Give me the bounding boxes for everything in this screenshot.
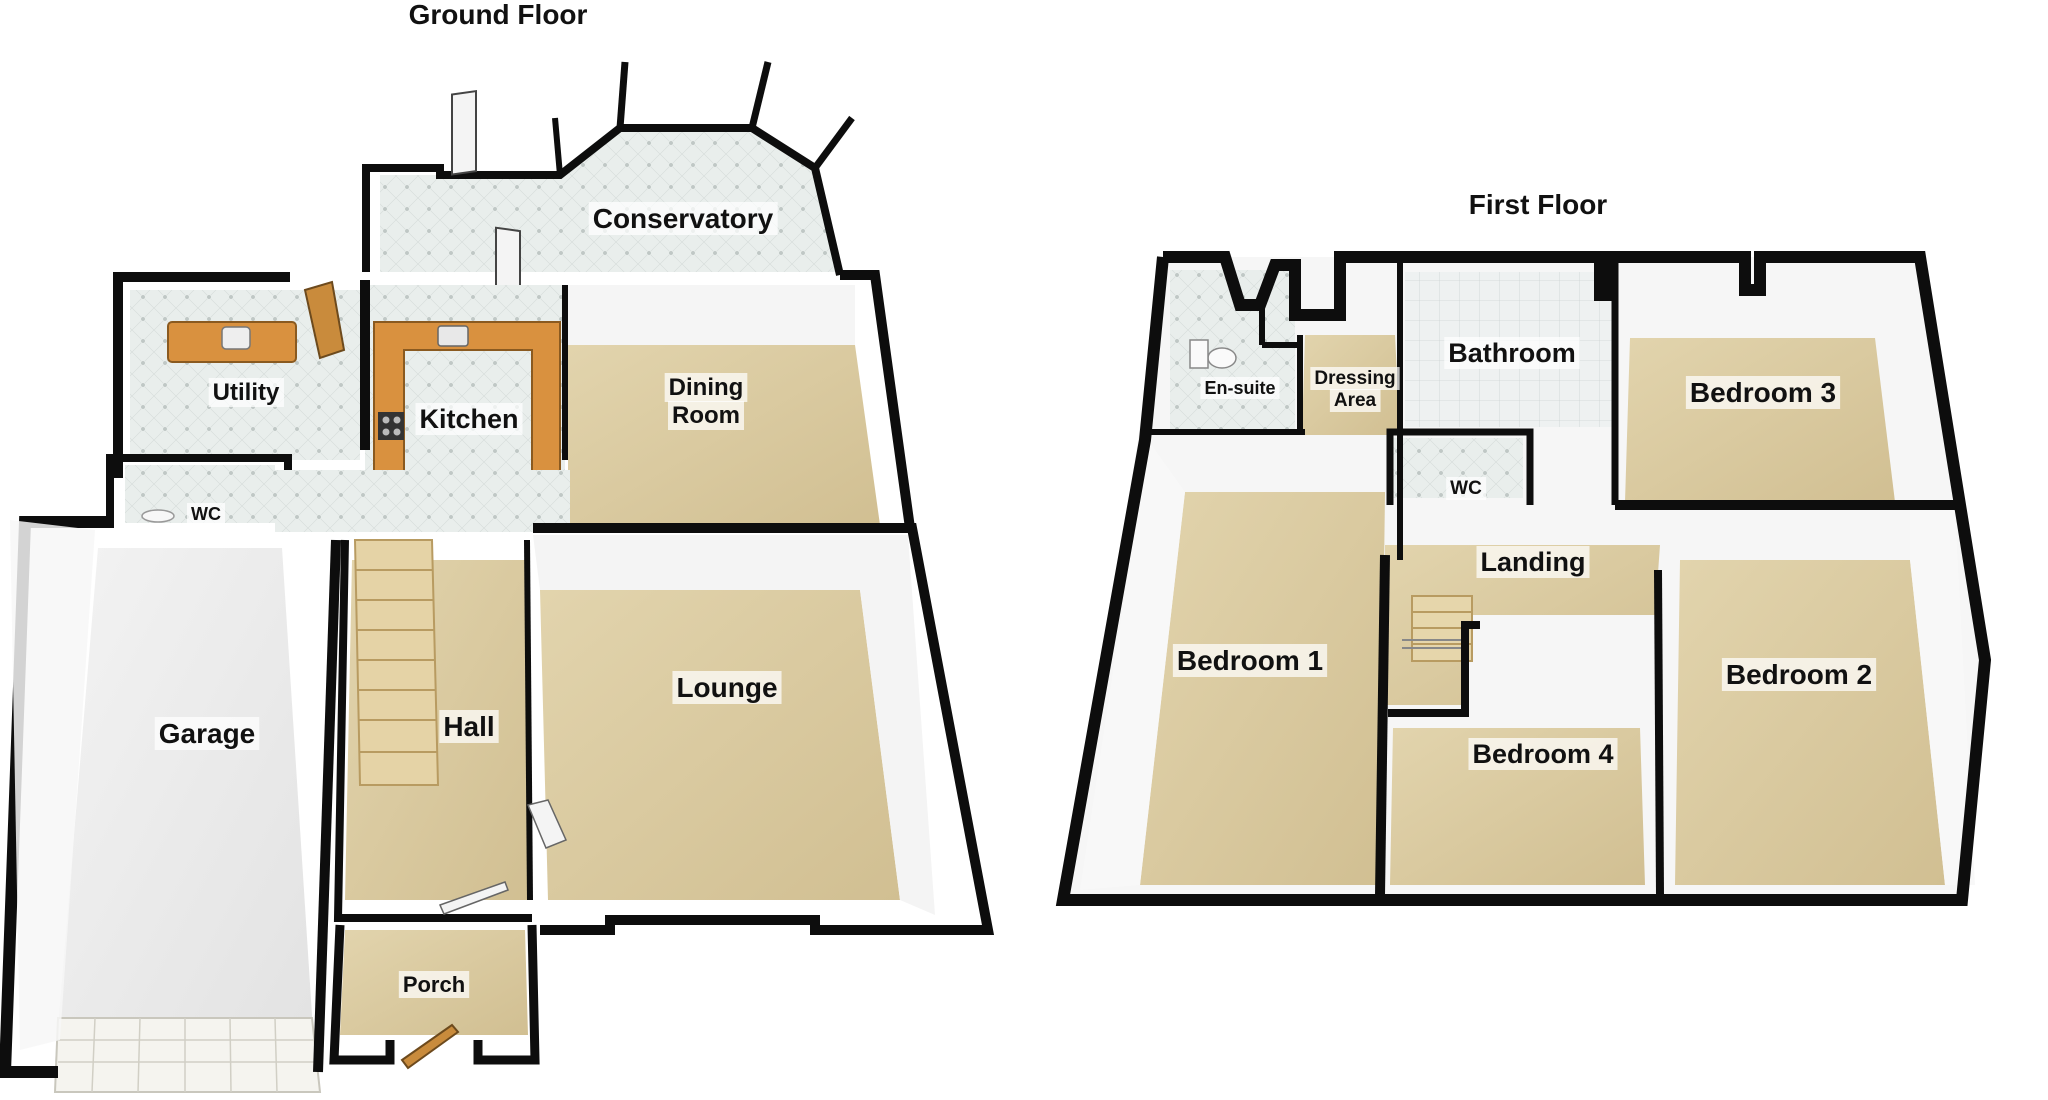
- lounge: [526, 523, 995, 935]
- room-label-bedroom-1: Bedroom 1: [1177, 645, 1323, 676]
- garage: [0, 516, 341, 1093]
- label-backing: [664, 373, 748, 402]
- label-backing: [588, 202, 778, 235]
- label-backing: [1476, 546, 1590, 578]
- room-labels: Conservatory Utility Kitchen Dining Room…: [154, 202, 1877, 998]
- room-label-bathroom: Bathroom: [1448, 338, 1576, 368]
- label-backing: [1200, 377, 1280, 399]
- first-floor-walls: [1055, 251, 1992, 906]
- room-label-porch: Porch: [403, 972, 465, 997]
- room-label-kitchen: Kitchen: [419, 404, 518, 434]
- room-label-bedroom-2: Bedroom 2: [1726, 659, 1872, 690]
- room-label-conservatory: Conservatory: [593, 203, 774, 234]
- room-label-garage: Garage: [159, 718, 256, 749]
- label-backing: [439, 710, 499, 743]
- first-floor-title: First Floor: [1469, 189, 1608, 220]
- hall: [333, 539, 533, 922]
- label-backing: [154, 717, 260, 750]
- first-wc: [1386, 428, 1534, 505]
- label-backing: [1172, 644, 1328, 677]
- room-label-bedroom-4: Bedroom 4: [1472, 739, 1613, 769]
- room-label-en-suite: En-suite: [1204, 378, 1275, 398]
- label-backing: [668, 401, 744, 430]
- ground-floor-title: Ground Floor: [409, 0, 588, 30]
- label-backing: [1721, 658, 1877, 691]
- room-label-utility: Utility: [213, 379, 280, 406]
- label-backing: [398, 971, 470, 998]
- label-backing: [1329, 389, 1381, 412]
- utility-room: [113, 272, 360, 478]
- room-label-hall: Hall: [443, 711, 494, 742]
- room-label-dressing-line1: Dressing: [1314, 368, 1395, 389]
- label-backing: [1685, 376, 1841, 409]
- room-label-bedroom-3: Bedroom 3: [1690, 377, 1836, 408]
- label-backing: [1468, 738, 1618, 770]
- label-backing: [187, 503, 225, 525]
- room-label-dining-line1: Dining: [669, 374, 744, 401]
- bedroom-1: [1080, 440, 1385, 890]
- bedroom-3: [1625, 338, 1895, 502]
- dining-room: [568, 270, 915, 529]
- label-backing: [672, 671, 782, 704]
- label-backing: [208, 378, 284, 407]
- label-backing: [1444, 337, 1580, 369]
- bedroom-2: [1675, 510, 1975, 885]
- room-label-lounge: Lounge: [676, 672, 777, 703]
- room-label-first-wc: WC: [1450, 478, 1482, 499]
- label-backing: [1310, 367, 1400, 390]
- label-backing: [415, 403, 523, 435]
- ground-floor: Ground Floor: [0, 0, 995, 1093]
- label-backing: [1446, 477, 1487, 500]
- room-label-landing: Landing: [1481, 547, 1586, 577]
- hall-upper-floor: [275, 470, 570, 532]
- room-label-dining-line2: Room: [672, 402, 740, 429]
- staircase: [353, 539, 440, 786]
- room-label-ground-wc: WC: [191, 504, 221, 524]
- first-floor: First Floor: [1055, 189, 1992, 906]
- room-label-dressing-line2: Area: [1334, 390, 1377, 411]
